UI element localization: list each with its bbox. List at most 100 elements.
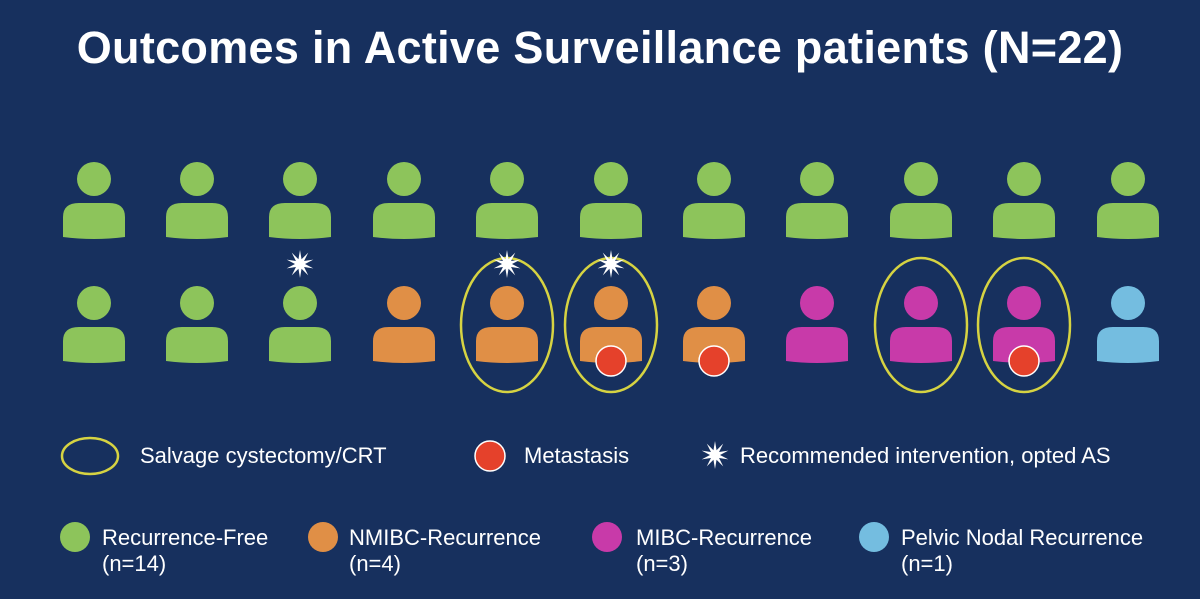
person-body <box>63 327 125 363</box>
legend-label-mibc: MIBC-Recurrence <box>636 525 813 550</box>
legend-item-pelvic-nodal: Pelvic Nodal Recurrence (n=1) <box>901 525 1143 577</box>
patient-2-8 <box>786 286 848 363</box>
person-icon <box>476 162 538 239</box>
legend-markers <box>60 436 889 552</box>
legend-star-burst-icon <box>701 441 729 469</box>
legend-count-mibc: (n=3) <box>636 551 688 576</box>
patient-1-11 <box>1097 162 1159 239</box>
legend-metastasis-dot-icon <box>474 440 506 472</box>
person-icon <box>683 286 745 363</box>
patient-1-6 <box>580 162 642 239</box>
person-body <box>476 327 538 363</box>
patient-1-10 <box>993 162 1055 239</box>
patient-1-9 <box>890 162 952 239</box>
person-icon <box>269 162 331 239</box>
person-body <box>373 203 435 239</box>
person-head <box>77 162 111 196</box>
person-icon <box>786 162 848 239</box>
person-head <box>594 162 628 196</box>
patient-2-4 <box>373 286 435 363</box>
patient-2-10 <box>976 256 1072 394</box>
legend-count-nmibc: (n=4) <box>349 551 401 576</box>
person-head <box>1111 162 1145 196</box>
person-icon <box>166 286 228 363</box>
legend-count-pelvic-nodal: (n=1) <box>901 551 953 576</box>
person-icon <box>993 286 1055 363</box>
patient-1-8 <box>786 162 848 239</box>
person-body <box>580 327 642 363</box>
person-body <box>993 327 1055 363</box>
legend-item-recurrence-free: Recurrence-Free (n=14) <box>102 525 268 577</box>
legend-swatch-recurrence-free <box>60 522 90 552</box>
person-body <box>166 203 228 239</box>
person-icon <box>683 162 745 239</box>
page-title: Outcomes in Active Surveillance patients… <box>76 22 1124 73</box>
patient-2-6 <box>563 250 659 394</box>
person-icon <box>476 286 538 363</box>
legend-salvage-ring-icon <box>60 436 120 476</box>
person-icon <box>1097 286 1159 363</box>
legend-label-star: Recommended intervention, opted AS <box>740 443 1111 468</box>
person-head <box>1007 286 1041 320</box>
person-icon <box>890 286 952 363</box>
star-burst-icon <box>493 250 521 278</box>
patient-2-2 <box>166 286 228 363</box>
legend-label-salvage: Salvage cystectomy/CRT <box>140 443 387 468</box>
patient-2-5 <box>459 250 555 394</box>
patient-1-1 <box>63 162 125 239</box>
legend-label-pelvic-nodal: Pelvic Nodal Recurrence <box>901 525 1144 550</box>
patient-2-9 <box>873 256 969 394</box>
person-body <box>476 203 538 239</box>
patient-1-3 <box>269 162 331 239</box>
person-body <box>890 203 952 239</box>
person-icon <box>166 162 228 239</box>
salvage-ring-icon <box>976 256 1072 394</box>
person-icon <box>786 286 848 363</box>
salvage-ring-icon <box>459 256 555 394</box>
person-icon <box>63 286 125 363</box>
person-body <box>269 327 331 363</box>
person-body <box>890 327 952 363</box>
patient-1-5 <box>476 162 538 239</box>
person-icon <box>63 162 125 239</box>
patient-2-7 <box>683 286 745 377</box>
person-icon <box>1097 162 1159 239</box>
person-head <box>283 286 317 320</box>
person-body <box>373 327 435 363</box>
metastasis-dot-icon <box>595 345 627 377</box>
person-head <box>490 162 524 196</box>
legend-item-mibc: MIBC-Recurrence (n=3) <box>636 525 812 577</box>
salvage-ring-icon <box>873 256 969 394</box>
person-body <box>786 203 848 239</box>
person-head <box>283 162 317 196</box>
person-head <box>1007 162 1041 196</box>
person-head <box>697 286 731 320</box>
star-burst-icon <box>286 250 314 278</box>
person-head <box>387 162 421 196</box>
person-head <box>180 162 214 196</box>
patient-2-3 <box>269 250 331 363</box>
legend-label-recurrence-free: Recurrence-Free <box>102 525 269 550</box>
metastasis-dot-icon <box>1008 345 1040 377</box>
person-head <box>904 286 938 320</box>
person-body <box>683 327 745 363</box>
person-body <box>786 327 848 363</box>
legend-swatch-nmibc <box>308 522 338 552</box>
person-body <box>1097 327 1159 363</box>
legend-swatch-pelvic-nodal <box>859 522 889 552</box>
legend-count-recurrence-free: (n=14) <box>102 551 167 576</box>
patient-1-4 <box>373 162 435 239</box>
person-body <box>166 327 228 363</box>
person-head <box>800 286 834 320</box>
person-head <box>387 286 421 320</box>
person-icon <box>890 162 952 239</box>
legend-swatch-mibc <box>592 522 622 552</box>
star-burst-icon <box>597 250 625 278</box>
person-icon <box>993 162 1055 239</box>
person-body <box>580 203 642 239</box>
person-body <box>683 203 745 239</box>
person-head <box>594 286 628 320</box>
person-body <box>269 203 331 239</box>
person-head <box>1111 286 1145 320</box>
